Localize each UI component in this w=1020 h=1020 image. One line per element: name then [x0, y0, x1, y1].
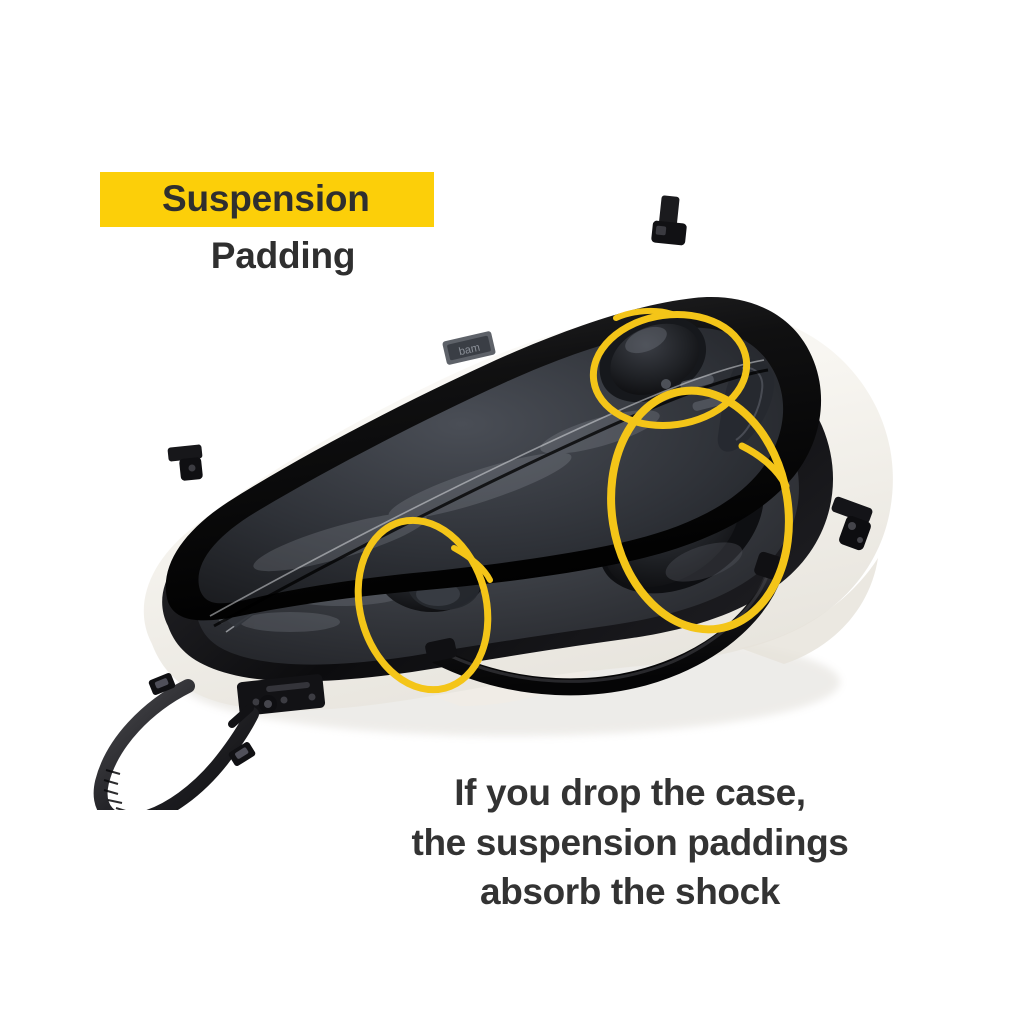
latch-right[interactable]	[830, 496, 873, 552]
case-lid-half: bam	[165, 297, 822, 621]
hinge-bottom	[236, 674, 326, 716]
annotation-suspension-padding-upper-lid	[589, 307, 751, 430]
annotation-suspension-padding-neck	[354, 516, 493, 694]
page-title-subword: Padding	[210, 234, 356, 276]
caption-line-1: If you drop the case,	[454, 772, 806, 813]
caption-line-2: the suspension paddings	[411, 821, 849, 863]
strap-buckle-lower[interactable]	[228, 741, 257, 767]
latch-left[interactable]	[167, 444, 203, 481]
latch-top[interactable]	[651, 195, 687, 246]
annotation-suspension-padding-lower-body	[607, 386, 793, 634]
page-title-highlight: Suspension	[100, 172, 434, 227]
strap-anchor	[228, 695, 277, 728]
heading-block: Suspension Padding	[100, 172, 480, 276]
lid-body-gap	[209, 359, 769, 628]
lid-bow-ridge	[717, 359, 775, 452]
brand-tag: bam	[442, 331, 496, 365]
shoulder-strap[interactable]	[93, 672, 277, 810]
strap-buckle-upper[interactable]	[148, 672, 176, 696]
brand-tag-text: bam	[458, 342, 482, 359]
caption-block: If you drop the case, the suspension pad…	[330, 768, 930, 917]
suspension-padding-lid	[599, 316, 732, 411]
violin-case-illustration: bam	[93, 195, 893, 810]
product-photo: bam	[40, 170, 960, 810]
caption-line-3: absorb the shock	[480, 871, 780, 913]
annotation-layer	[354, 307, 793, 694]
